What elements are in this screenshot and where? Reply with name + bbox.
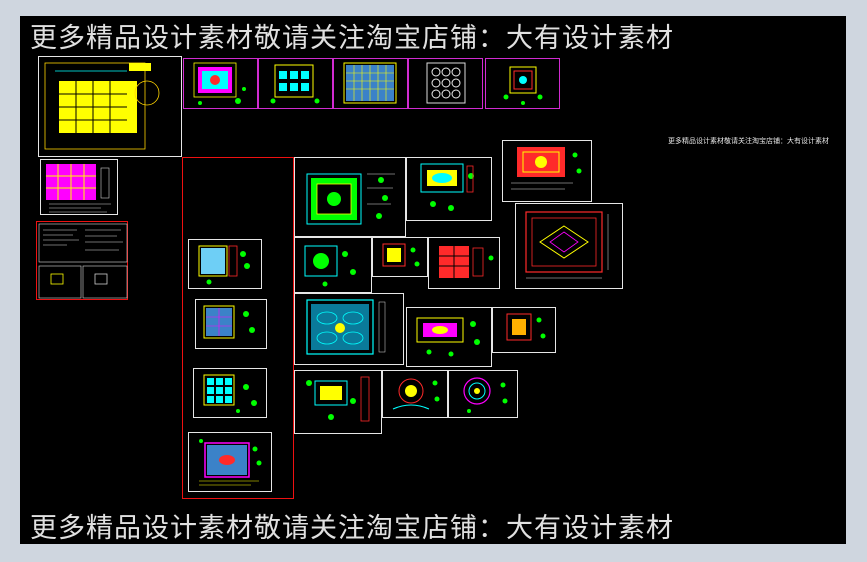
drawing-sheet-overview[interactable] [38, 56, 182, 157]
column-1-graphic [198, 245, 250, 285]
drawing-sheet-column-4[interactable] [188, 432, 272, 492]
drawing-sheet-center-12[interactable] [382, 370, 448, 418]
side-note: 更多精品设计素材敬请关注淘宝店铺：大有设计素材 [668, 137, 829, 145]
drawing-sheet-center-2[interactable] [406, 157, 492, 221]
center-5-graphic [304, 245, 356, 287]
notes-graphic [38, 223, 128, 299]
drawing-sheet-top-4[interactable] [408, 58, 483, 109]
center-13-graphic [463, 377, 508, 413]
drawing-sheet-center-1[interactable] [294, 157, 406, 237]
column-4-graphic [199, 439, 262, 486]
top-2-graphic [270, 64, 320, 104]
drawing-sheet-center-13[interactable] [448, 370, 518, 418]
drawing-sheet-center-3[interactable] [502, 140, 592, 202]
drawing-sheet-top-5[interactable] [485, 58, 560, 109]
drawing-sheet-column-1[interactable] [188, 239, 262, 289]
drawing-sheet-center-7[interactable] [428, 237, 500, 289]
drawing-sheet-top-1[interactable] [183, 58, 258, 109]
center-4-graphic [525, 211, 609, 279]
drawing-sheet-center-6[interactable] [372, 237, 428, 277]
drawing-sheet-top-2[interactable] [258, 58, 333, 109]
drawing-sheet-center-8[interactable] [294, 293, 404, 365]
overview-plan-graphic [44, 62, 160, 150]
top-4-graphic [426, 62, 466, 104]
center-7-graphic [439, 246, 494, 278]
top-3-graphic [343, 62, 397, 104]
cad-model-space[interactable]: 更多精品设计素材敬请关注淘宝店铺：大有设计素材 [20, 16, 846, 544]
drawing-sheet-notes[interactable] [36, 221, 128, 300]
center-6-graphic [382, 243, 420, 267]
drawing-sheet-column-2[interactable] [195, 299, 267, 349]
center-2-graphic [420, 163, 474, 211]
center-8-graphic [306, 299, 386, 355]
watermark-bottom: 更多精品设计素材敬请关注淘宝店铺：大有设计素材 [30, 513, 674, 544]
drawing-frame-column[interactable] [182, 157, 294, 499]
center-9-graphic [416, 317, 480, 357]
drawing-sheet-center-9[interactable] [406, 307, 492, 367]
center-3-graphic [511, 147, 582, 190]
drawing-sheet-magenta-plan[interactable] [40, 159, 118, 215]
drawing-sheet-center-11[interactable] [294, 370, 382, 434]
center-12-graphic [392, 378, 440, 410]
top-5-graphic [503, 66, 543, 105]
drawing-sheet-center-10[interactable] [492, 307, 556, 353]
column-2-graphic [203, 305, 255, 339]
drawing-sheet-top-3[interactable] [333, 58, 408, 109]
column-3-graphic [203, 374, 257, 413]
magenta-plan-graphic [46, 164, 111, 213]
drawing-sheet-column-3[interactable] [193, 368, 267, 418]
drawing-sheet-center-5[interactable] [294, 237, 372, 293]
center-1-graphic [306, 173, 395, 225]
drawing-sheet-center-4[interactable] [515, 203, 623, 289]
center-10-graphic [506, 313, 546, 341]
watermark-top: 更多精品设计素材敬请关注淘宝店铺：大有设计素材 [30, 23, 674, 54]
center-11-graphic [306, 376, 370, 422]
top-1-graphic [193, 62, 246, 105]
